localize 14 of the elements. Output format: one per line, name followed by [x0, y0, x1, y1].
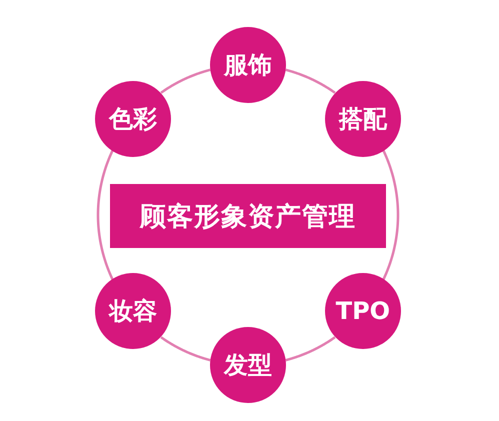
node-label: 服饰 — [224, 50, 272, 81]
node-label: 发型 — [224, 350, 272, 381]
node-label: 妆容 — [109, 296, 158, 328]
node-label: 色彩 — [109, 104, 158, 135]
node-label: TPO — [336, 297, 390, 326]
title-banner — [110, 184, 386, 248]
ring-arc — [382, 150, 400, 280]
node-label: 顾客形象资产管理 — [140, 200, 356, 234]
ring-arc — [285, 68, 336, 94]
ring-arc — [96, 150, 114, 280]
ring-arc — [285, 336, 336, 362]
node-label: 搭配 — [338, 104, 387, 135]
ring-arc — [160, 336, 211, 362]
ring-arc — [160, 68, 211, 94]
